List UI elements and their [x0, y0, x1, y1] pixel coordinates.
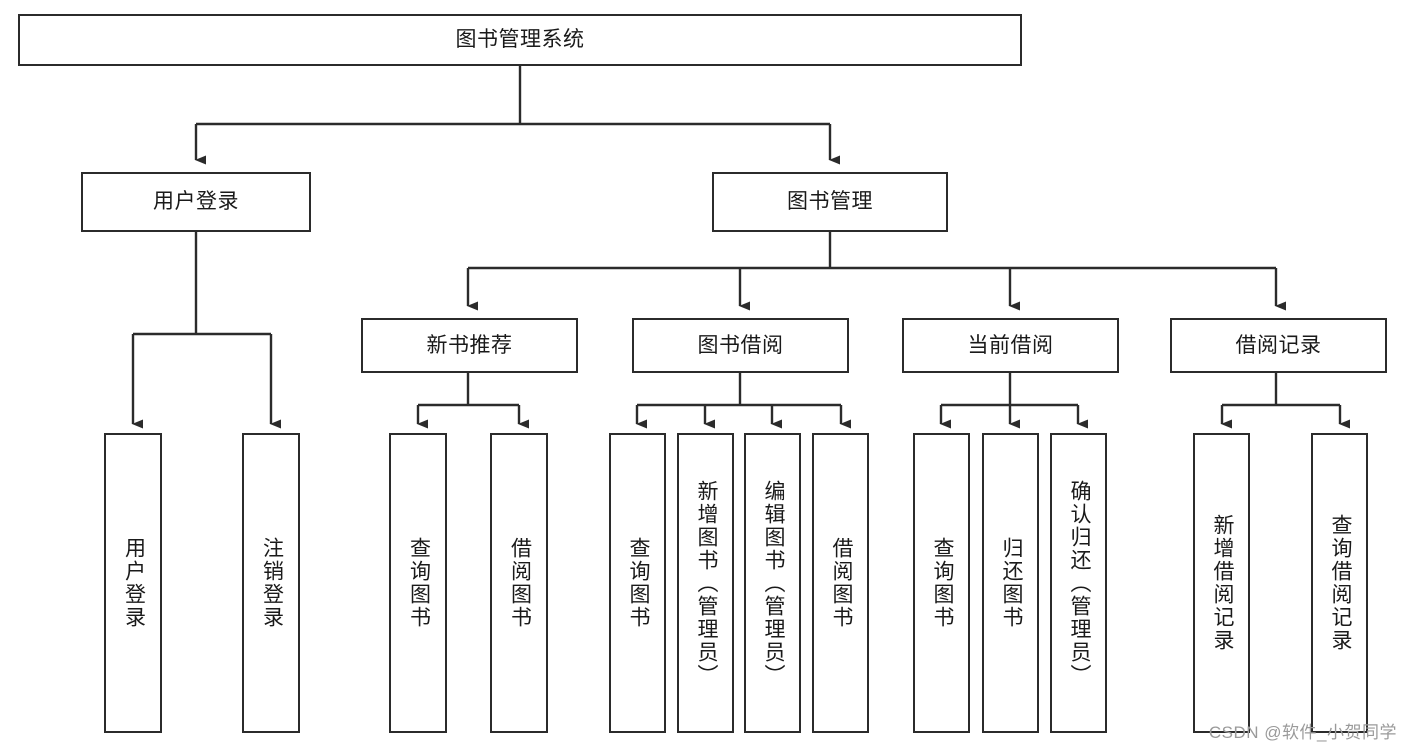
node-label: 确认归还（管理员） [1067, 479, 1091, 687]
node-book-manage[interactable]: 图书管理 [712, 172, 948, 232]
edges-bookmanage-to-level3 [466, 232, 1286, 311]
edges-currentborrow-to-leaves [939, 373, 1088, 429]
node-label: 图书管理系统 [455, 28, 585, 52]
node-label: 新书推荐 [426, 333, 513, 357]
node-label: 用户登录 [122, 537, 146, 629]
node-label: 归还图书 [999, 537, 1023, 629]
node-root-system[interactable]: 图书管理系统 [18, 14, 1022, 66]
leaf-borrow-book[interactable]: 借阅图书 [812, 433, 869, 733]
node-label: 新增借阅记录 [1210, 514, 1234, 652]
node-current-borrow[interactable]: 当前借阅 [902, 318, 1119, 373]
node-label: 图书借阅 [697, 333, 784, 357]
edges-bookborrow-to-leaves [635, 373, 851, 429]
node-borrow-record[interactable]: 借阅记录 [1170, 318, 1387, 373]
leaf-query-borrow-record[interactable]: 查询借阅记录 [1311, 433, 1368, 733]
node-book-borrow[interactable]: 图书借阅 [632, 318, 849, 373]
node-label: 用户登录 [153, 190, 239, 214]
node-label: 注销登录 [260, 537, 284, 629]
node-label: 图书管理 [787, 190, 873, 214]
edges-userlogin-to-leaves [131, 232, 281, 429]
node-label: 查询图书 [626, 537, 650, 629]
leaf-add-borrow-record[interactable]: 新增借阅记录 [1193, 433, 1250, 733]
edges-newbook-to-leaves [416, 373, 529, 429]
leaf-return-book[interactable]: 归还图书 [982, 433, 1039, 733]
edges-root-to-level2 [194, 66, 840, 165]
node-label: 新增图书（管理员） [694, 479, 718, 687]
leaf-query-book-borrow[interactable]: 查询图书 [609, 433, 666, 733]
csdn-watermark: CSDN @软件_小贺同学 [1208, 723, 1397, 742]
leaf-add-book[interactable]: 新增图书（管理员） [677, 433, 734, 733]
leaf-confirm-return[interactable]: 确认归还（管理员） [1050, 433, 1107, 733]
edges-borrowrecord-to-leaves [1220, 373, 1350, 429]
node-label: 借阅图书 [829, 537, 853, 629]
node-label: 查询借阅记录 [1328, 514, 1352, 652]
node-label: 当前借阅 [967, 333, 1054, 357]
leaf-borrow-book-recommend[interactable]: 借阅图书 [490, 433, 548, 733]
node-label: 借阅记录 [1235, 333, 1322, 357]
node-label: 查询图书 [407, 537, 431, 629]
node-label: 编辑图书（管理员） [761, 479, 785, 687]
node-new-book-recommend[interactable]: 新书推荐 [361, 318, 578, 373]
leaf-query-book-recommend[interactable]: 查询图书 [389, 433, 447, 733]
node-user-login[interactable]: 用户登录 [81, 172, 311, 232]
leaf-user-login[interactable]: 用户登录 [104, 433, 162, 733]
node-label: 查询图书 [930, 537, 954, 629]
node-label: 借阅图书 [508, 537, 532, 629]
leaf-query-book-current[interactable]: 查询图书 [913, 433, 970, 733]
leaf-edit-book[interactable]: 编辑图书（管理员） [744, 433, 801, 733]
leaf-logout[interactable]: 注销登录 [242, 433, 300, 733]
